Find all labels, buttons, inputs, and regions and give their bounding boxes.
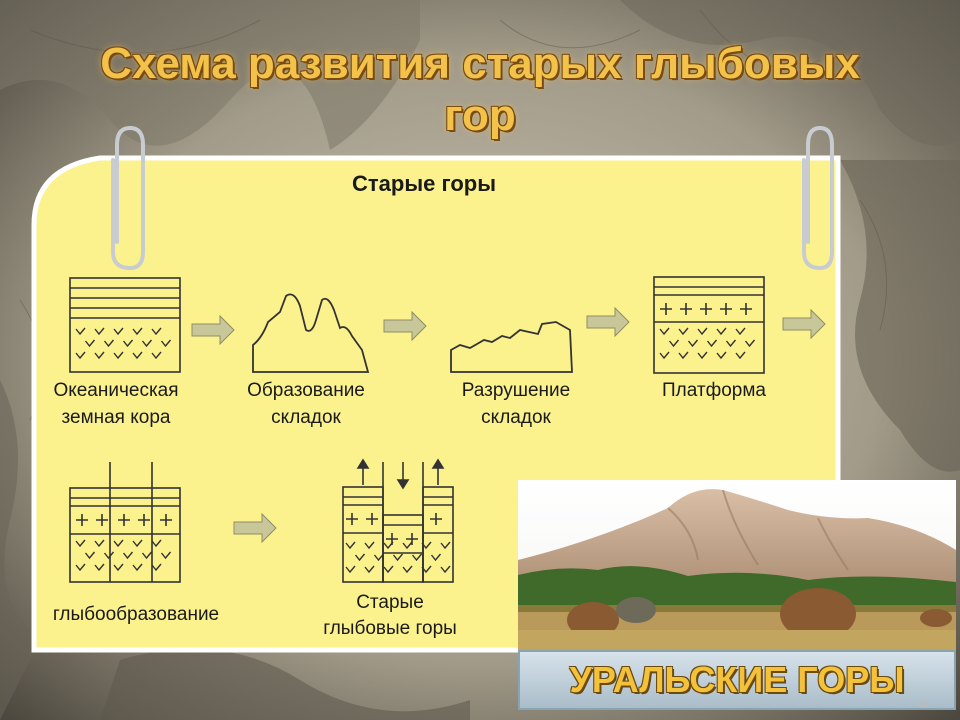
fold-destruction-shape — [450, 321, 573, 373]
arrow-icon — [586, 306, 630, 338]
stage-label: глыбообразование — [53, 604, 219, 625]
oceanic-crust-block — [69, 277, 181, 373]
stage-label: Платформа — [662, 380, 766, 401]
stage-label: Океаническая — [53, 380, 178, 401]
block-formation-block — [69, 462, 181, 583]
crust-ticks — [659, 327, 756, 360]
arrow-icon — [782, 308, 826, 340]
stage-label: Образование — [247, 380, 365, 401]
stage-label: складок — [481, 407, 551, 428]
crust-pluses — [76, 514, 172, 526]
stage-label: Разрушение — [462, 380, 570, 401]
platform-block — [653, 276, 765, 374]
page-number: 11 — [918, 698, 930, 710]
stage-label: земная кора — [62, 407, 171, 428]
ural-mountains-photo — [518, 480, 956, 650]
uplift-arrow-icon — [356, 458, 370, 485]
old-block-mountains-block — [342, 462, 454, 583]
arrow-icon — [383, 310, 427, 342]
crust-pluses — [660, 303, 752, 315]
paperclip-icon — [111, 125, 145, 271]
stage-label: Старые — [356, 592, 424, 613]
diagram-heading: Старые горы — [352, 171, 496, 196]
photo-caption: УРАЛЬСКИЕ ГОРЫ — [569, 659, 905, 700]
subsidence-arrow-icon — [396, 462, 410, 490]
crust-ticks — [75, 327, 172, 360]
crust-ticks — [75, 539, 172, 572]
arrow-icon — [233, 512, 277, 544]
stage-label: глыбовые горы — [323, 618, 457, 639]
photo-caption-banner: УРАЛЬСКИЕ ГОРЫ — [518, 650, 956, 710]
paperclip-icon — [802, 125, 834, 271]
arrow-icon — [191, 314, 235, 346]
fold-formation-shape — [252, 293, 370, 373]
slide-title: Схема развития старых глыбовых гор — [100, 39, 860, 140]
crust-ticks — [345, 541, 451, 574]
uplift-arrow-icon — [431, 458, 445, 485]
crust-pluses — [346, 513, 442, 545]
stage-label: складок — [271, 407, 341, 428]
